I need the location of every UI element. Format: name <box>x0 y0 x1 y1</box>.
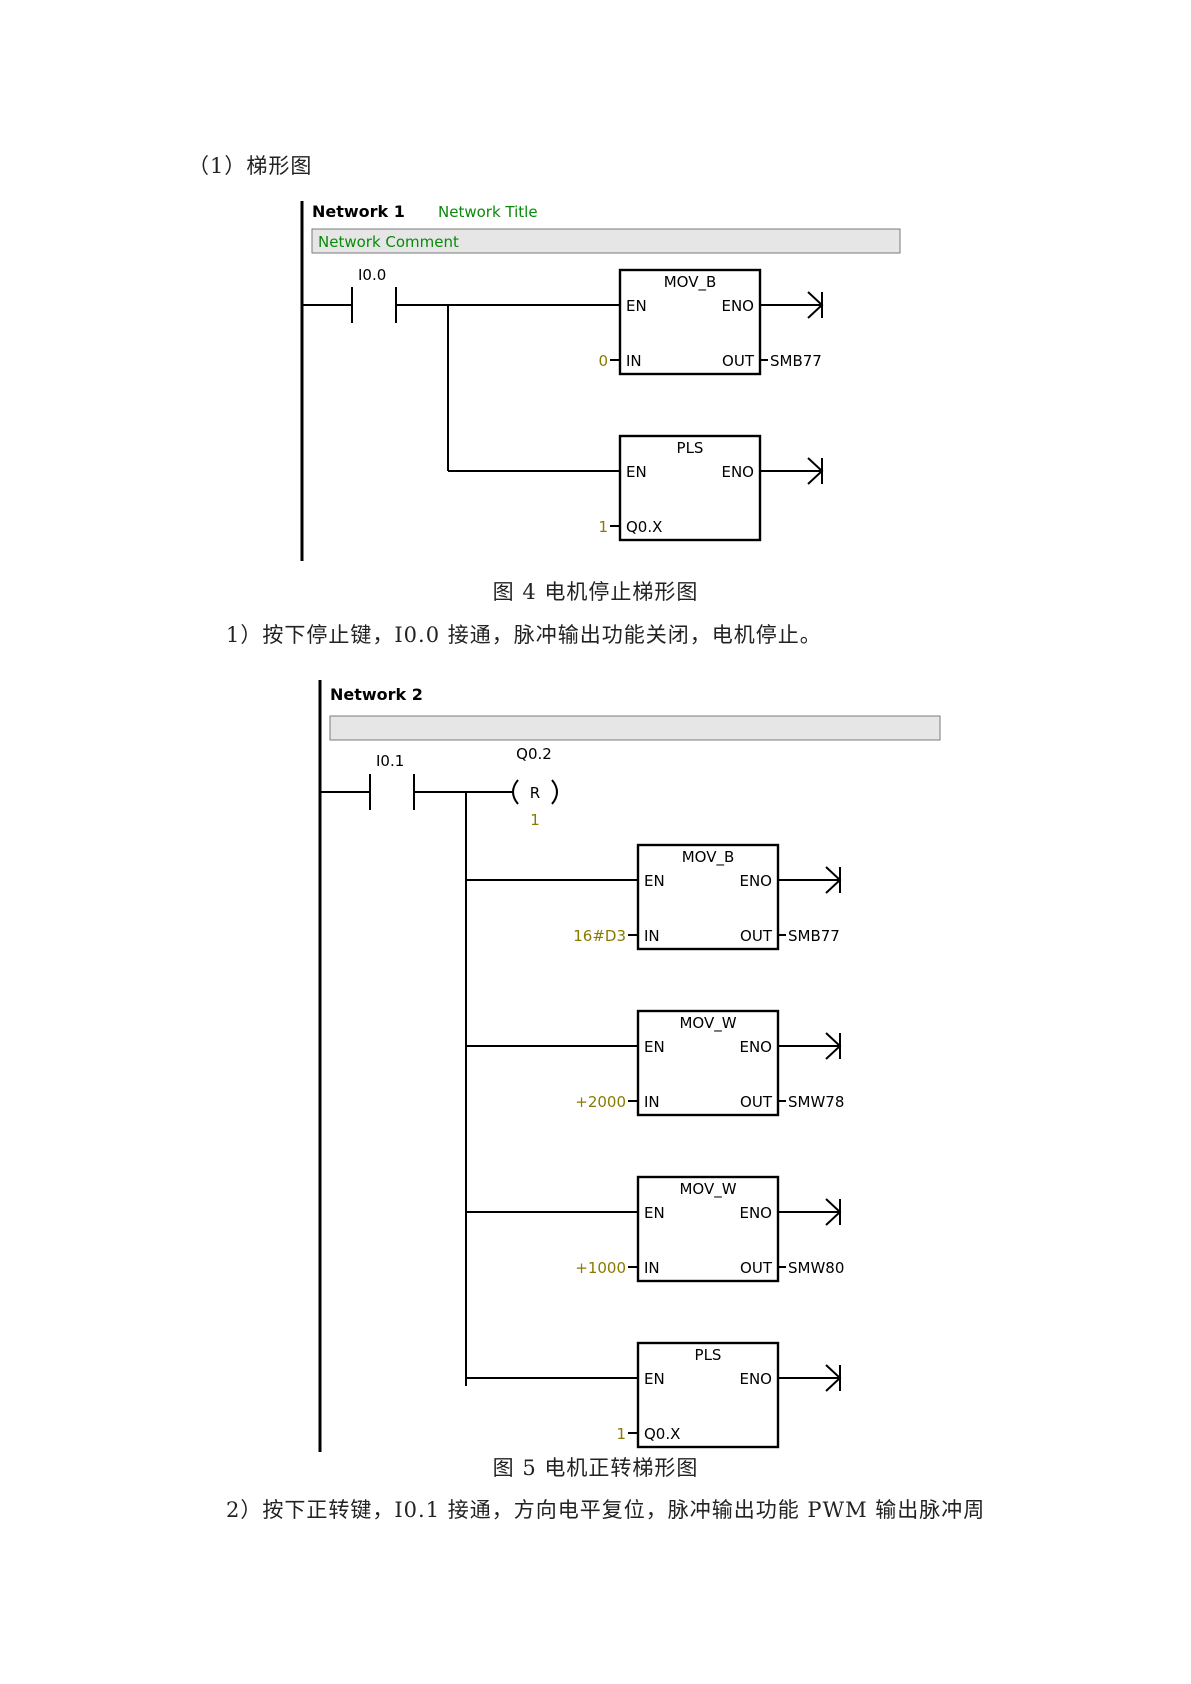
network-title: Network Title <box>438 203 538 221</box>
eno-pin: ENO <box>721 463 754 481</box>
out-value: SMW78 <box>788 1093 844 1111</box>
contact-address: I0.0 <box>358 266 386 284</box>
eno-pin: ENO <box>739 872 772 890</box>
en-pin: EN <box>626 463 647 481</box>
mov-b-box <box>636 843 780 951</box>
contact-address: I0.1 <box>376 752 404 770</box>
box-name: PLS <box>677 439 704 457</box>
in-value: +2000 <box>575 1093 626 1111</box>
out-value: SMB77 <box>788 927 840 945</box>
box-name: MOV_W <box>679 1180 736 1199</box>
network-label: Network 1 <box>312 202 405 221</box>
in-value: 1 <box>598 518 608 536</box>
figure-caption-2: 图 5 电机正转梯形图 <box>492 1456 699 1480</box>
en-pin: EN <box>644 1038 665 1056</box>
network-comment: Network Comment <box>318 233 459 251</box>
mov-b-box <box>618 268 762 376</box>
coil-count: 1 <box>530 811 540 829</box>
eno-pin: ENO <box>739 1370 772 1388</box>
box-name: MOV_B <box>682 848 735 867</box>
network-label: Network 2 <box>330 685 423 704</box>
box-name: MOV_W <box>679 1014 736 1033</box>
out-pin: OUT <box>740 1259 773 1277</box>
pls-box <box>618 434 762 542</box>
out-pin: OUT <box>740 927 773 945</box>
box-name: MOV_B <box>664 273 717 292</box>
mov-w-box <box>636 1175 780 1283</box>
out-value: SMW80 <box>788 1259 844 1277</box>
out-pin: OUT <box>740 1093 773 1111</box>
en-pin: EN <box>644 1370 665 1388</box>
network-comment-bar <box>311 228 901 254</box>
paragraph-2: 2）按下正转键，I0.1 接通，方向电平复位，脉冲输出功能 PWM 输出脉冲周 <box>226 1498 986 1522</box>
coil-address: Q0.2 <box>516 745 552 763</box>
in-pin: IN <box>644 1259 660 1277</box>
box-name: PLS <box>695 1346 722 1364</box>
ladder-network-1: Network 1 Network Title Network Comment … <box>300 201 901 561</box>
ladder-network-2: Network 2 I0.1 Q0.2 R 1 MOV_B EN ENO IN … <box>318 680 941 1452</box>
en-pin: EN <box>644 872 665 890</box>
in-pin: Q0.X <box>626 518 662 536</box>
out-pin: OUT <box>722 352 755 370</box>
eno-pin: ENO <box>739 1038 772 1056</box>
coil-type: R <box>530 784 540 802</box>
in-value: 16#D3 <box>573 927 626 945</box>
in-pin: IN <box>644 927 660 945</box>
eno-pin: ENO <box>721 297 754 315</box>
network-comment-bar <box>329 715 941 741</box>
section-heading: （1）梯形图 <box>188 154 313 178</box>
pls-box <box>636 1341 780 1449</box>
in-pin: Q0.X <box>644 1425 680 1443</box>
mov-w-box <box>636 1009 780 1117</box>
in-pin: IN <box>644 1093 660 1111</box>
figure-caption-1: 图 4 电机停止梯形图 <box>492 580 699 604</box>
en-pin: EN <box>644 1204 665 1222</box>
in-value: 1 <box>616 1425 626 1443</box>
in-value: +1000 <box>575 1259 626 1277</box>
coil-right-paren <box>551 779 558 805</box>
in-pin: IN <box>626 352 642 370</box>
in-value: 0 <box>598 352 608 370</box>
paragraph-1: 1）按下停止键，I0.0 接通，脉冲输出功能关闭，电机停止。 <box>226 623 822 647</box>
out-value: SMB77 <box>770 352 822 370</box>
coil-left-paren <box>512 779 519 805</box>
en-pin: EN <box>626 297 647 315</box>
eno-pin: ENO <box>739 1204 772 1222</box>
